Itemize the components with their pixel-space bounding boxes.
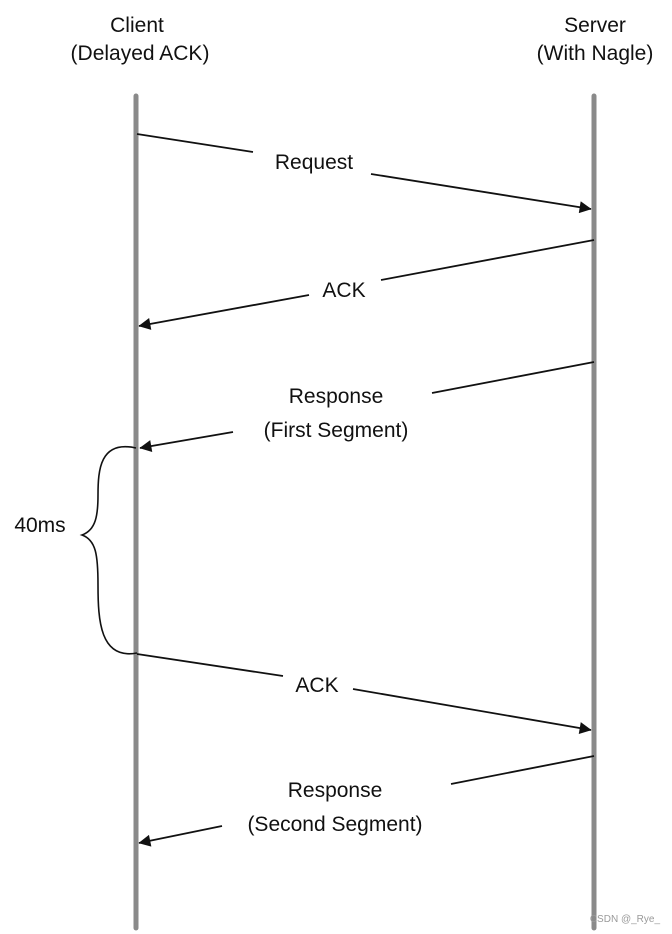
arrow-head-segment xyxy=(138,294,310,330)
arrow-head-segment xyxy=(352,688,592,734)
message-response-first: Response (First Segment) xyxy=(139,361,595,452)
client-title: Client xyxy=(110,14,164,37)
arrow-head-segment xyxy=(138,825,223,847)
arrow-segment xyxy=(450,755,595,785)
message-response-second: Response (Second Segment) xyxy=(138,755,595,847)
server-subtitle: (With Nagle) xyxy=(537,42,654,65)
server-title: Server xyxy=(564,14,626,37)
message-ack-2: ACK xyxy=(136,653,592,734)
message-label-line-2: (Second Segment) xyxy=(247,813,422,836)
arrow-head-segment xyxy=(370,173,592,214)
message-label: Request xyxy=(275,151,353,174)
message-request: Request xyxy=(136,133,592,214)
arrow-segment xyxy=(380,239,595,281)
delay-label: 40ms xyxy=(14,514,65,537)
client-subtitle: (Delayed ACK) xyxy=(71,42,210,65)
message-label: ACK xyxy=(295,674,338,697)
arrow-segment xyxy=(136,133,254,153)
message-label-line-1: Response xyxy=(289,385,384,408)
brace-icon xyxy=(79,445,138,655)
delay-brace: 40ms xyxy=(14,445,138,655)
message-ack-1: ACK xyxy=(138,239,595,330)
message-label: ACK xyxy=(322,279,365,302)
arrow-segment xyxy=(431,361,595,394)
arrow-head-segment xyxy=(139,431,234,452)
message-label-line-1: Response xyxy=(288,779,383,802)
message-label-line-2: (First Segment) xyxy=(264,419,409,442)
watermark: CSDN @_Rye_ xyxy=(590,914,661,925)
arrow-segment xyxy=(136,653,284,677)
